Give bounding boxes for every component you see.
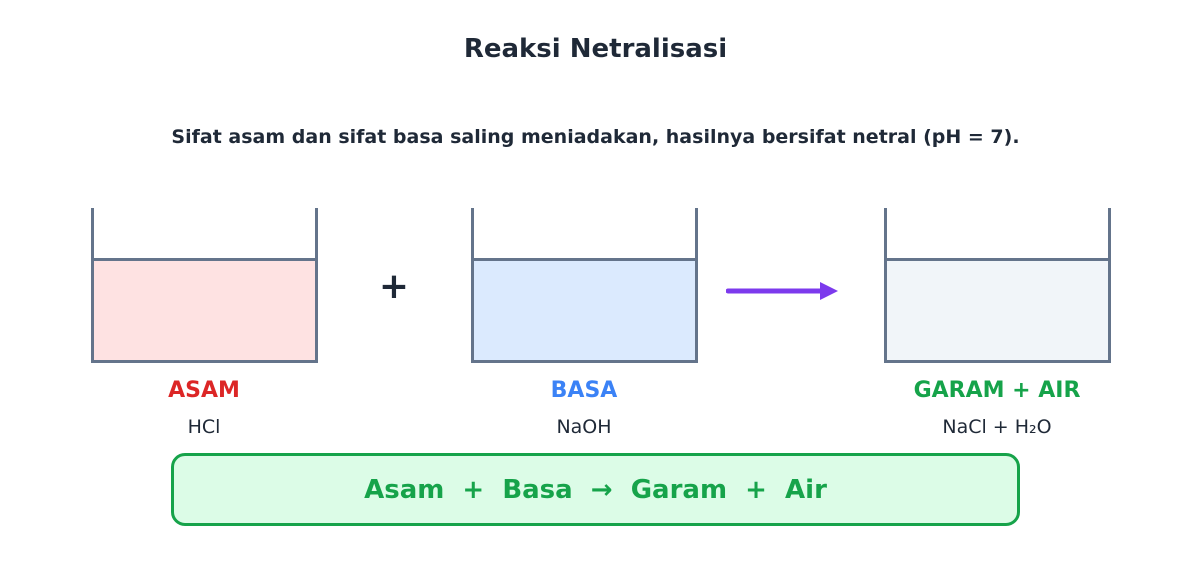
formula-acid: HCl	[187, 416, 221, 438]
label-acid: ASAM	[168, 378, 240, 403]
equation-text: Asam + Basa → Garam + Air	[364, 474, 827, 505]
beaker-base	[471, 208, 698, 363]
liquid-salt-water	[887, 258, 1108, 360]
equation-box: Asam + Basa → Garam + Air	[171, 453, 1020, 526]
diagram-subtitle: Sifat asam dan sifat basa saling meniada…	[171, 126, 1020, 148]
liquid-acid	[94, 258, 315, 360]
arrow-head	[820, 282, 838, 300]
liquid-base	[474, 258, 695, 360]
label-base: BASA	[550, 378, 618, 403]
beaker-acid	[91, 208, 318, 363]
label-salt-water: GARAM + AIR	[913, 378, 1081, 403]
reaction-arrow-icon	[726, 282, 838, 300]
diagram-title: Reaksi Netralisasi	[463, 34, 728, 64]
formula-base: NaOH	[556, 416, 612, 438]
beaker-salt-water	[884, 208, 1111, 363]
plus-sign: +	[378, 266, 410, 307]
formula-salt-water: NaCl + H₂O	[942, 416, 1052, 438]
